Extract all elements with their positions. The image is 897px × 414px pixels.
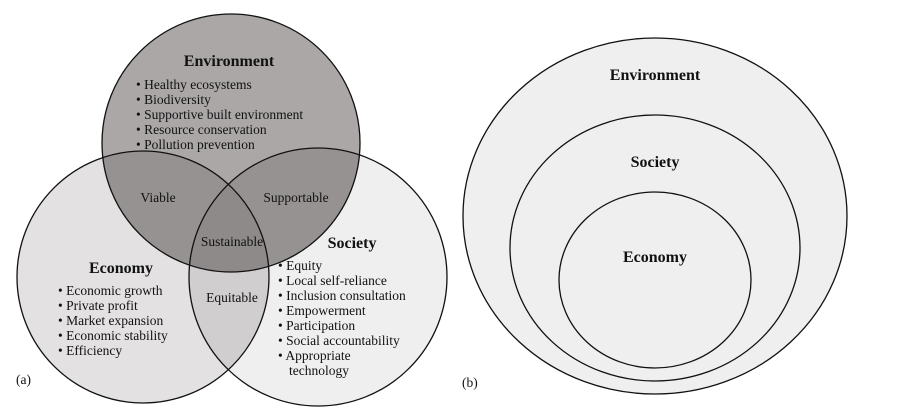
supportable-label: Supportable bbox=[263, 190, 328, 205]
viable-label: Viable bbox=[140, 190, 175, 205]
economy-item: • Efficiency bbox=[58, 343, 122, 358]
economy-title: Economy bbox=[89, 260, 153, 277]
economy-ellipse bbox=[558, 191, 752, 369]
society-item: • Equity bbox=[278, 258, 322, 273]
economy-item: • Market expansion bbox=[58, 313, 163, 328]
panel-b-label: (b) bbox=[462, 375, 478, 390]
panel-a-label: (a) bbox=[16, 372, 31, 387]
economy-item: • Economic stability bbox=[58, 328, 168, 343]
society-title: Society bbox=[328, 235, 377, 252]
society-item: • Participation bbox=[278, 318, 355, 333]
supportable-overlap bbox=[189, 148, 360, 272]
environment-item: • Supportive built environment bbox=[136, 107, 303, 122]
society-item: • Empowerment bbox=[278, 303, 366, 318]
society-item: • Local self-reliance bbox=[278, 273, 387, 288]
society-item: • Social accountability bbox=[278, 333, 400, 348]
middle-society-title: Society bbox=[631, 154, 680, 171]
society-item: • Appropriate bbox=[278, 348, 351, 363]
environment-item: • Pollution prevention bbox=[136, 137, 255, 152]
society-item: • Inclusion consultation bbox=[278, 288, 406, 303]
economy-item: • Economic growth bbox=[58, 283, 163, 298]
society-item: technology bbox=[289, 363, 349, 378]
equitable-label: Equitable bbox=[206, 290, 258, 305]
environment-item: • Resource conservation bbox=[136, 122, 267, 137]
outer-environment-title: Environment bbox=[610, 67, 701, 84]
environment-item: • Biodiversity bbox=[136, 92, 211, 107]
economy-item: • Private profit bbox=[58, 298, 138, 313]
environment-title: Environment bbox=[184, 53, 275, 70]
inner-economy-title: Economy bbox=[623, 249, 687, 266]
sustainable-label: Sustainable bbox=[201, 234, 263, 249]
environment-item: • Healthy ecosystems bbox=[136, 77, 252, 92]
nested-diagram: Environment Society Economy (b) bbox=[462, 37, 848, 395]
venn-diagram: Environment • Healthy ecosystems • Biodi… bbox=[16, 13, 448, 407]
